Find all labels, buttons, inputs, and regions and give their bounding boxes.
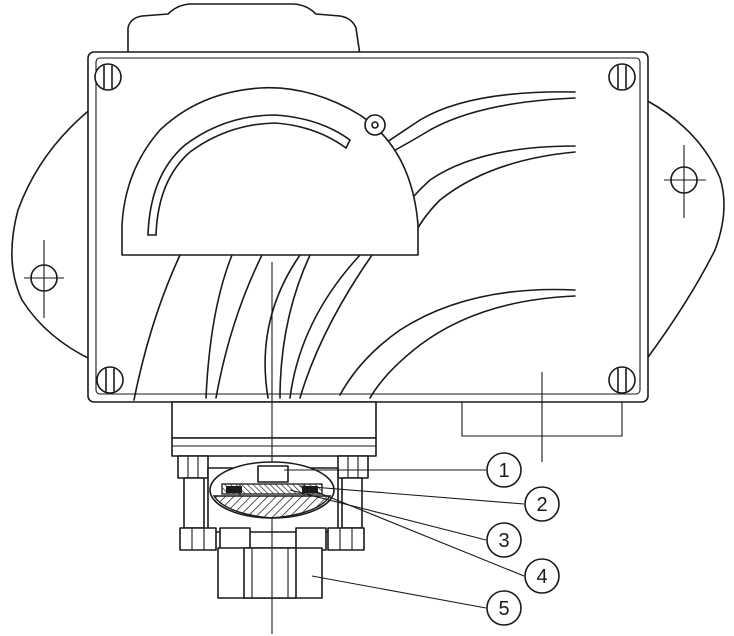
stud-left bbox=[183, 477, 205, 529]
adapter-flange bbox=[171, 437, 377, 457]
screw-top-left bbox=[94, 63, 122, 91]
callout-3: 3 bbox=[486, 522, 522, 558]
leader-lines bbox=[284, 469, 525, 609]
adapter-upper bbox=[171, 401, 377, 439]
left-mounting-ear bbox=[11, 107, 93, 361]
callout-1: 1 bbox=[486, 452, 522, 488]
screw-top-right bbox=[608, 63, 636, 91]
callout-2-label: 2 bbox=[536, 494, 547, 516]
nut-left-top bbox=[177, 455, 209, 479]
right-mounting-hole bbox=[664, 145, 706, 218]
screw-bottom-right bbox=[608, 366, 636, 394]
callout-5: 5 bbox=[486, 590, 522, 626]
main-housing-inner bbox=[95, 57, 641, 395]
top-cap bbox=[127, 3, 361, 56]
nut-left-bottom bbox=[179, 527, 217, 551]
callout-3-label: 3 bbox=[498, 530, 509, 552]
indicator-dome bbox=[121, 86, 419, 256]
nut-center-left bbox=[219, 527, 251, 551]
screw-bottom-left bbox=[96, 366, 124, 394]
nut-center-right bbox=[295, 527, 327, 551]
callout-4-label: 4 bbox=[536, 566, 547, 588]
detail-ellipse bbox=[209, 461, 335, 519]
nut-right-bottom bbox=[327, 527, 365, 551]
right-mounting-ear bbox=[645, 99, 725, 361]
callout-5-label: 5 bbox=[498, 598, 509, 620]
shaft-coupling bbox=[217, 547, 323, 599]
nut-right-top bbox=[337, 455, 369, 479]
callout-4: 4 bbox=[524, 558, 560, 594]
callout-2: 2 bbox=[524, 486, 560, 522]
callout-1-label: 1 bbox=[498, 460, 509, 482]
left-mounting-hole bbox=[24, 240, 64, 318]
